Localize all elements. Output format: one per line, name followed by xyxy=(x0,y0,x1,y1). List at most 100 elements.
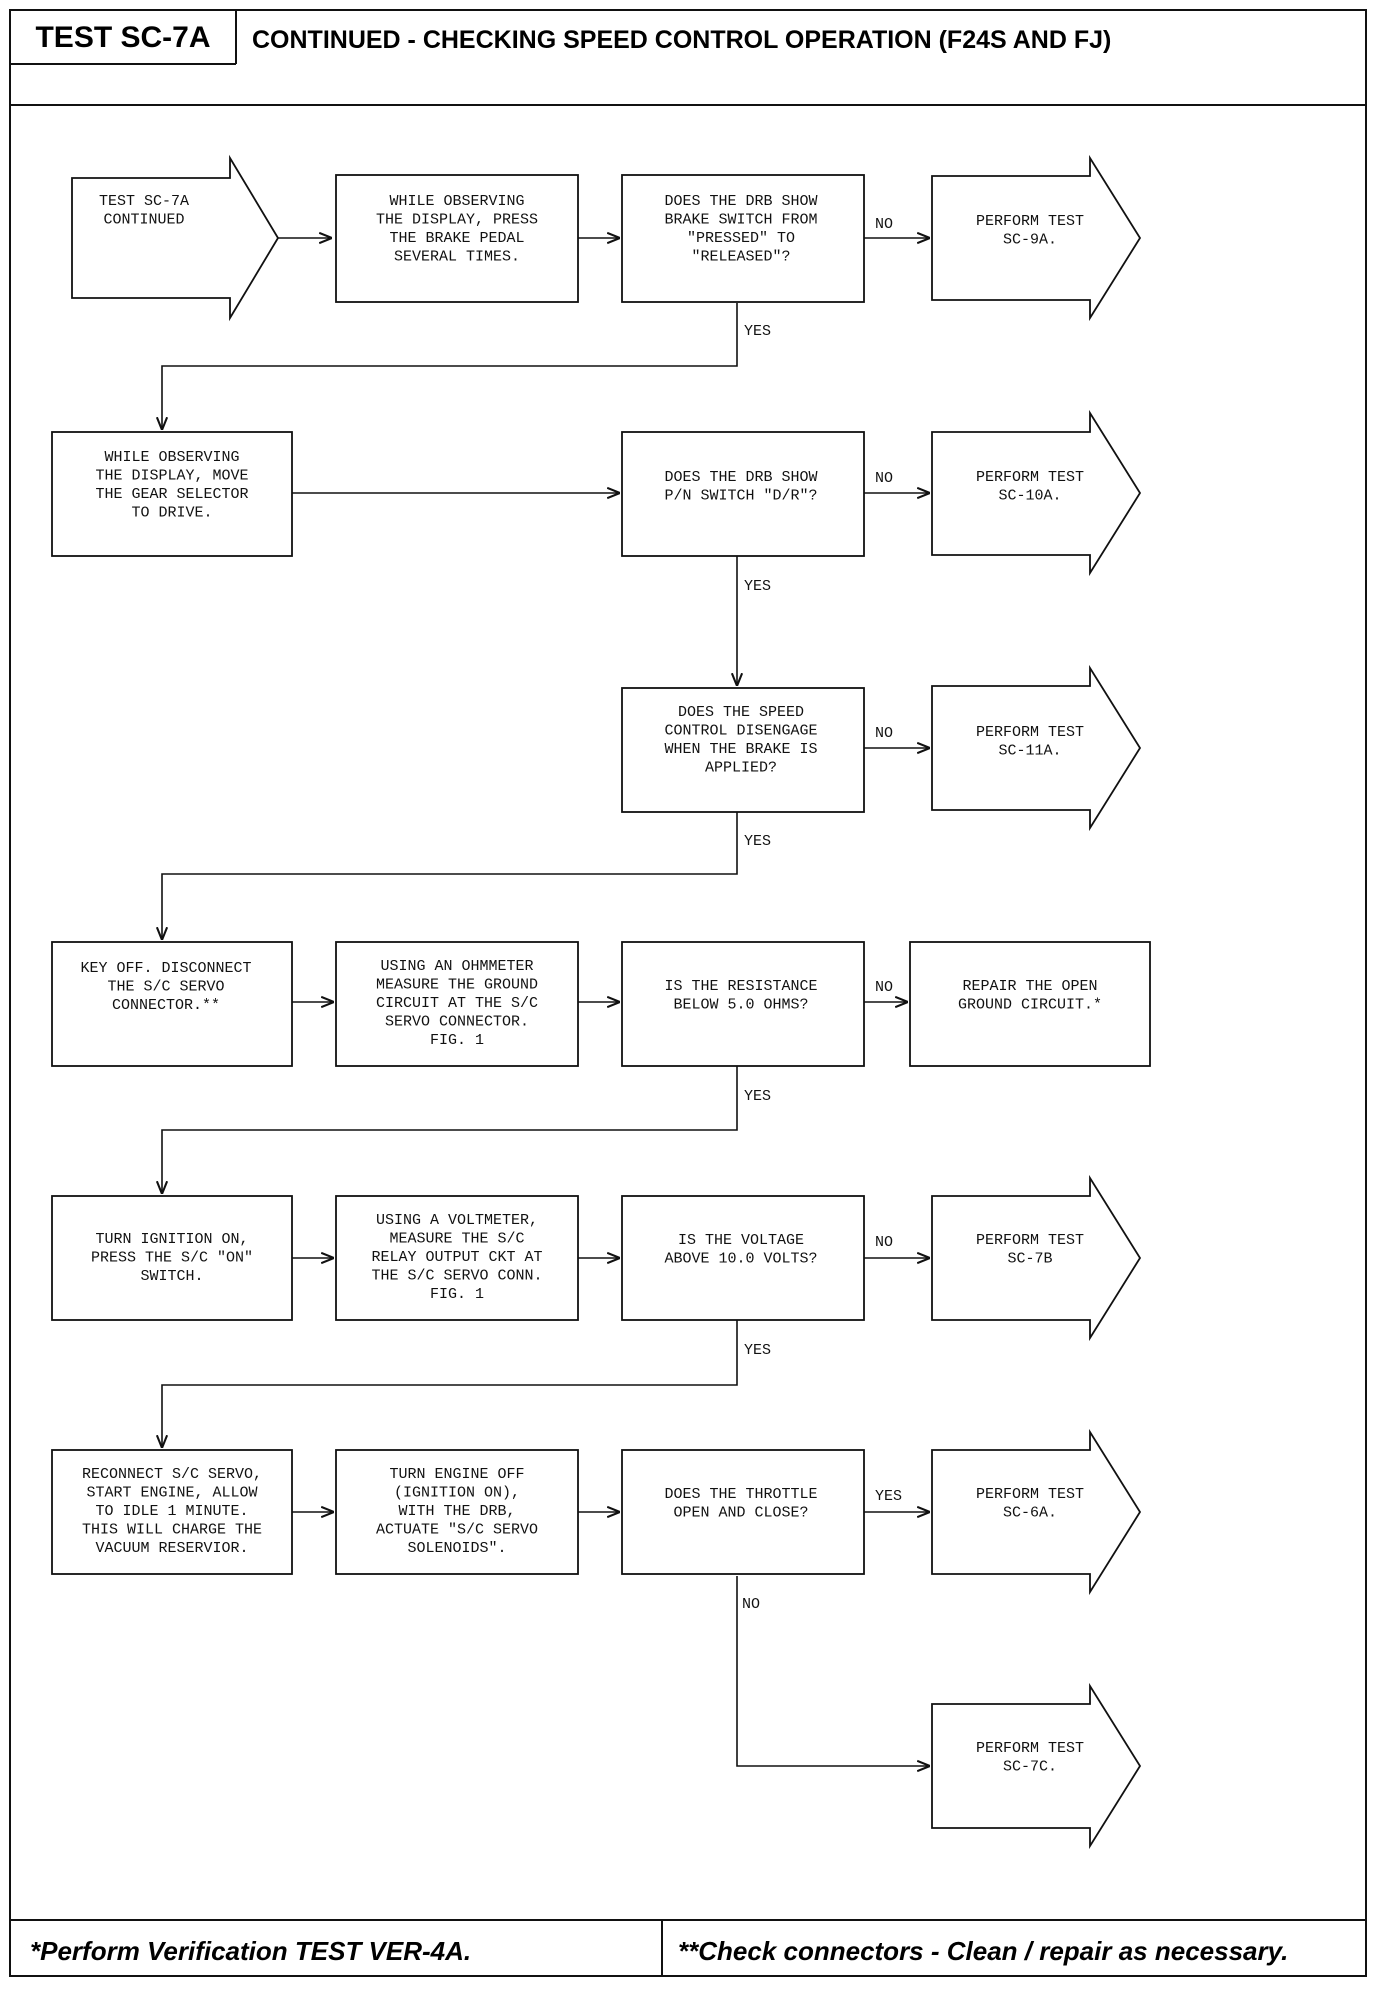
node-text-line: RELAY OUTPUT CKT AT xyxy=(371,1249,542,1266)
engine-off-box: TURN ENGINE OFF (IGNITION ON),WITH THE DR… xyxy=(335,1449,579,1575)
node-text-line: SWITCH. xyxy=(140,1268,203,1285)
node-text-line: APPLIED? xyxy=(705,760,777,777)
pn-switch-question-text: DOES THE DRB SHOW P/N SWITCH "D/R"? xyxy=(664,469,817,505)
node-text-line: PERFORM TEST xyxy=(976,1486,1084,1503)
node-text-line: MEASURE THE S/C xyxy=(389,1231,524,1248)
ignition-on-text: TURN IGNITION ON, PRESS THE S/C "ON"SWITC… xyxy=(91,1231,253,1285)
label-yes: YES xyxy=(875,1488,902,1505)
node-text-line: FIG. 1 xyxy=(430,1286,484,1303)
node-text-line: SEVERAL TIMES. xyxy=(394,249,520,266)
node-text-line: CONTROL DISENGAGE xyxy=(664,723,817,740)
node-text-line: TO DRIVE. xyxy=(131,505,212,522)
label-yes: YES xyxy=(744,1088,771,1105)
node-text-line: PRESS THE S/C "ON" xyxy=(91,1250,253,1267)
connector-yes-gear xyxy=(162,303,738,430)
node-text-line: FIG. 1 xyxy=(430,1032,484,1049)
node-text-line: RECONNECT S/C SERVO, xyxy=(82,1466,262,1483)
connector-yes-reconnect xyxy=(162,1320,738,1448)
connectors xyxy=(162,238,930,1766)
footer-note-right: **Check connectors - Clean / repair as n… xyxy=(678,1936,1288,1966)
engine-off-text: TURN ENGINE OFF (IGNITION ON),WITH THE DR… xyxy=(376,1466,538,1557)
connector-no-sc7c xyxy=(736,1576,930,1766)
node-text-line: WHILE OBSERVING xyxy=(104,449,239,466)
node-text-line: REPAIR THE OPEN xyxy=(962,978,1097,995)
label-no: NO xyxy=(875,216,893,233)
node-text-line: MEASURE THE GROUND xyxy=(376,977,538,994)
footer-note-left: *Perform Verification TEST VER-4A. xyxy=(30,1936,471,1966)
node-text-line: (IGNITION ON), xyxy=(394,1485,520,1502)
node-text-line: IS THE VOLTAGE xyxy=(678,1232,804,1249)
node-text-line: P/N SWITCH "D/R"? xyxy=(664,488,817,505)
node-text-line: SC-7B xyxy=(1007,1251,1052,1268)
node-text-line: OPEN AND CLOSE? xyxy=(673,1505,808,1522)
node-text-line: CONTINUED xyxy=(103,212,184,229)
node-text-line: PERFORM TEST xyxy=(976,469,1084,486)
node-text-line: WITH THE DRB, xyxy=(398,1503,515,1520)
node-text-line: BRAKE SWITCH FROM xyxy=(664,212,817,229)
node-text-line: "RELEASED"? xyxy=(691,249,790,266)
node-text-line: VACUUM RESERVIOR. xyxy=(95,1540,248,1557)
node-text-line: THE S/C SERVO xyxy=(107,979,224,996)
voltage-question-box: IS THE VOLTAGE ABOVE 10.0 VOLTS? xyxy=(621,1195,865,1321)
perform-sc7b-text: PERFORM TEST SC-7B xyxy=(976,1232,1084,1268)
pn-switch-question-box: DOES THE DRB SHOW P/N SWITCH "D/R"? xyxy=(621,431,865,557)
node-text-line: TURN IGNITION ON, xyxy=(95,1231,248,1248)
node-text-line: PERFORM TEST xyxy=(976,1232,1084,1249)
perform-sc7b-arrow: PERFORM TEST SC-7B xyxy=(931,1174,1142,1342)
node-text-line: THE BRAKE PEDAL xyxy=(389,230,524,247)
node-text-line: USING AN OHMMETER xyxy=(380,958,533,975)
node-text-line: THE S/C SERVO CONN. xyxy=(371,1268,542,1285)
node-text-line: THIS WILL CHARGE THE xyxy=(82,1522,262,1539)
node-text-line: SC-7C. xyxy=(1003,1759,1057,1776)
outer-frame xyxy=(9,9,1367,1977)
label-yes: YES xyxy=(744,578,771,595)
node-text-line: WHILE OBSERVING xyxy=(389,193,524,210)
label-no: NO xyxy=(875,979,893,996)
node-text-line: ACTUATE "S/C SERVO xyxy=(376,1522,538,1539)
repair-ground-text: REPAIR THE OPEN GROUND CIRCUIT.* xyxy=(958,978,1102,1014)
label-no: NO xyxy=(875,1234,893,1251)
node-text-line: THE DISPLAY, MOVE xyxy=(95,468,248,485)
node-text-line: ABOVE 10.0 VOLTS? xyxy=(664,1251,817,1268)
label-no: NO xyxy=(875,725,893,742)
node-text-line: PERFORM TEST xyxy=(976,724,1084,741)
node-text-line: DOES THE DRB SHOW xyxy=(664,193,817,210)
connector-yes-key-off xyxy=(162,812,738,940)
ignition-on-box: TURN IGNITION ON, PRESS THE S/C "ON"SWITC… xyxy=(51,1195,293,1321)
node-text-line: DOES THE DRB SHOW xyxy=(664,469,817,486)
label-yes: YES xyxy=(744,833,771,850)
label-no: NO xyxy=(875,470,893,487)
node-text-line: THE GEAR SELECTOR xyxy=(95,486,248,503)
node-text-line: DOES THE SPEED xyxy=(678,704,804,721)
test-id: TEST SC-7A xyxy=(35,21,210,54)
label-no: NO xyxy=(742,1596,760,1613)
node-text-line: GROUND CIRCUIT.* xyxy=(958,997,1102,1014)
node-text-line: TURN ENGINE OFF xyxy=(389,1466,524,1483)
